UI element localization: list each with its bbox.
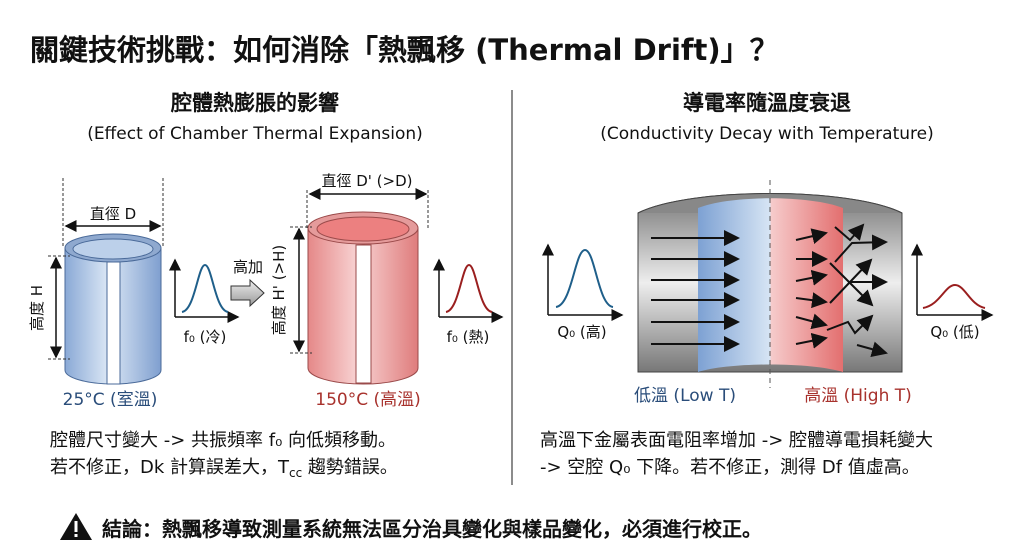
conclusion: 結論：熱飄移導致測量系統無法區分治具變化與樣品變化，必須進行校正。 [60,513,762,541]
warning-icon [60,513,92,540]
hot-cylinder [307,211,419,385]
right-panel: 導電率隨溫度衰退 (Conductivity Decay with Temper… [540,91,994,478]
left-heading: 腔體熱膨脹的影響 [170,91,339,115]
q-low-label: Q₀ (低) [930,323,979,341]
hot-temp-label: 150°C (高溫) [315,390,421,410]
page-title: 關鍵技術挑戰：如何消除「熱飄移 (Thermal Drift)」？ [30,33,779,67]
cold-diameter-label: 直徑 D [90,205,136,223]
hot-diameter-label: 直徑 D' (>D) [321,172,412,190]
cold-resonance-graph [169,258,240,323]
left-subheading: (Effect of Chamber Thermal Expansion) [87,124,423,144]
cold-height-label: 高度 H [28,285,46,331]
hot-freq-label: f₀ (熱) [447,328,490,346]
right-text-line2: -> 空腔 Q₀ 下降。若不修正，測得 Df 值虛高。 [540,457,920,478]
right-subheading: (Conductivity Decay with Temperature) [600,124,933,144]
heat-label: 高加 [233,258,263,276]
left-text-line2: 若不修正，Dk 計算誤差大，Tcc 趨勢錯誤。 [50,457,398,480]
right-text-line1: 高溫下金屬表面電阻率增加 -> 腔體導電損耗變大 [540,430,933,451]
heating-arrow-icon [230,278,265,308]
right-heading: 導電率隨溫度衰退 [683,91,851,115]
conclusion-text: 結論：熱飄移導致測量系統無法區分治具變化與樣品變化，必須進行校正。 [102,517,762,541]
q-high-graph [542,243,624,321]
hot-height-label: 高度 H' (>H) [270,245,288,336]
q-low-graph [911,243,994,321]
q-high-label: Q₀ (高) [557,323,606,341]
cold-temp-label: 25°C (室溫) [63,390,158,410]
low-temp-label: 低溫 (Low T) [634,386,736,406]
conductor-cross-section [637,180,903,388]
hot-resonance-graph [433,258,504,323]
high-temp-label: 高溫 (High T) [804,386,912,406]
left-text-line1: 腔體尺寸變大 -> 共振頻率 f₀ 向低頻移動。 [50,430,396,451]
left-panel: 腔體熱膨脹的影響 (Effect of Chamber Thermal Expa… [28,91,504,480]
cold-cylinder [64,233,162,385]
cold-freq-label: f₀ (冷) [184,328,227,346]
